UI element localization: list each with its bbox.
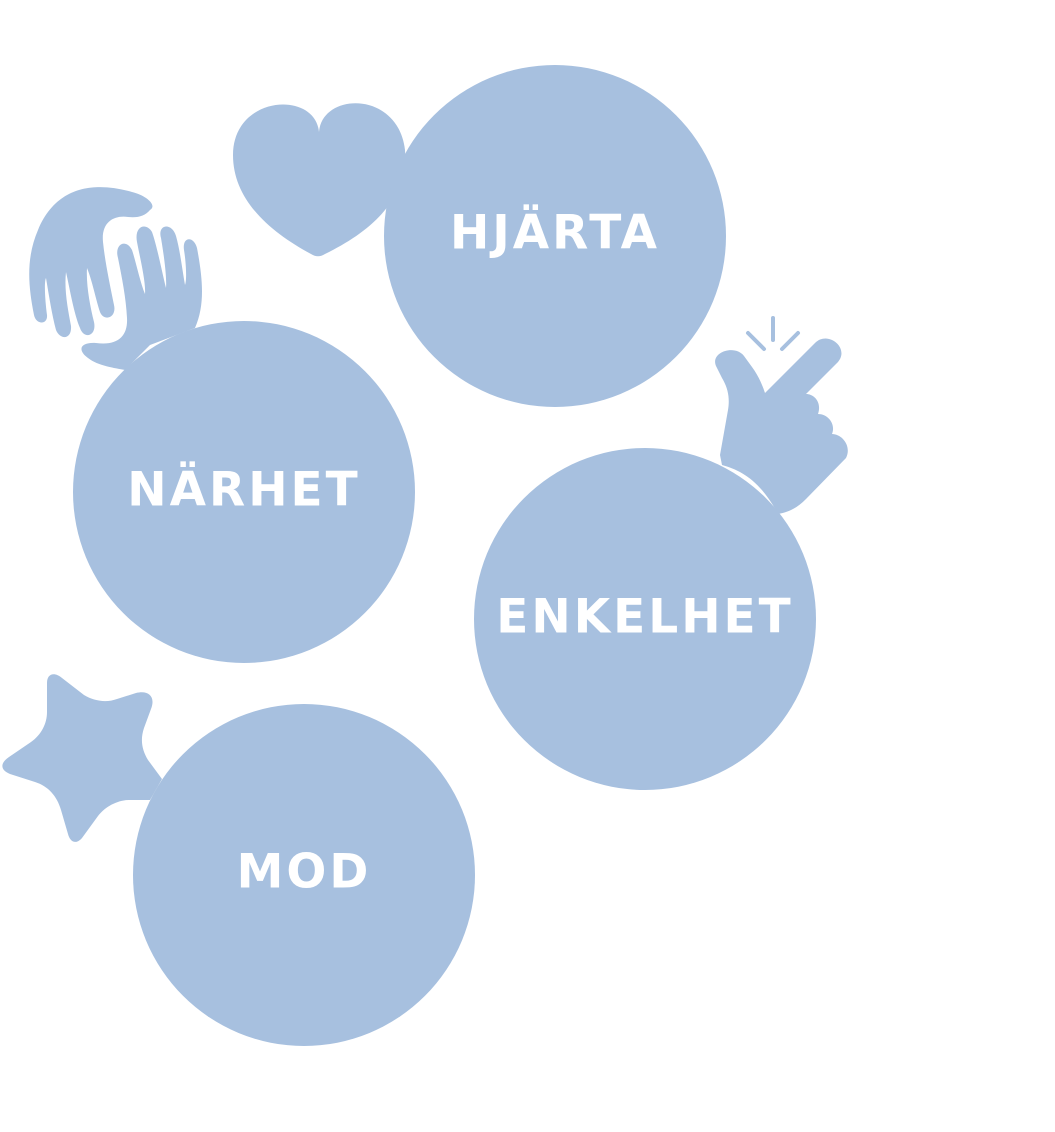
label-mod: MOD (236, 844, 372, 900)
pointing-hand-icon (715, 338, 848, 514)
circle-hjarta (384, 65, 726, 407)
spark-line (780, 331, 800, 351)
label-hjarta: HJÄRTA (449, 205, 661, 261)
spark-line (746, 331, 766, 351)
circle-mod (133, 704, 475, 1046)
label-narhet: NÄRHET (127, 462, 361, 518)
circle-enkelhet (474, 448, 816, 790)
star-icon (2, 674, 163, 842)
heart-icon (233, 103, 406, 257)
circle-narhet (73, 321, 415, 663)
label-enkelhet: ENKELHET (496, 589, 794, 645)
hands-icon (29, 187, 203, 370)
